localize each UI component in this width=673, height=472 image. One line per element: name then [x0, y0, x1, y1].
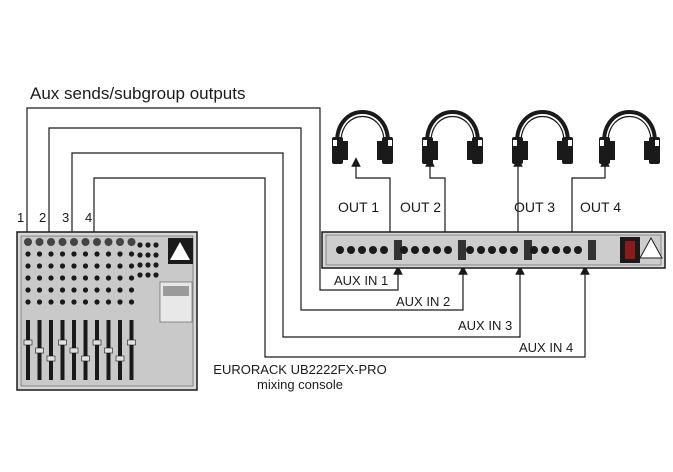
aux-input-label: AUX IN 1: [334, 273, 389, 288]
headphones-icon: [420, 110, 485, 166]
output-label: OUT 2: [400, 199, 441, 215]
headphones-icon: [330, 110, 395, 166]
mixer-description: mixing console: [257, 377, 343, 392]
headphone-cables: [351, 157, 610, 232]
channel-label: 1: [17, 210, 25, 225]
aux-input-label: AUX IN 2: [396, 294, 451, 309]
mixer-caption: EURORACK UB2222FX-PRO mixing console: [205, 362, 395, 392]
channel-label: 2: [39, 210, 47, 225]
aux-send-cables: [26, 107, 590, 358]
aux-input-label: AUX IN 4: [519, 340, 574, 355]
mixing-console-icon: [16, 231, 198, 391]
aux-input-label: AUX IN 3: [458, 318, 513, 333]
diagram-title: Aux sends/subgroup outputs: [30, 84, 246, 103]
headphones-icon: [510, 110, 575, 166]
output-label: OUT 3: [514, 199, 555, 215]
channel-label: 4: [85, 210, 93, 225]
output-label: OUT 4: [580, 199, 621, 215]
headphone-amplifier-icon: [321, 231, 666, 269]
output-label: OUT 1: [338, 199, 379, 215]
headphones-icon: [597, 110, 662, 166]
mixer-model: EURORACK UB2222FX-PRO: [213, 362, 387, 377]
channel-label: 3: [62, 210, 70, 225]
